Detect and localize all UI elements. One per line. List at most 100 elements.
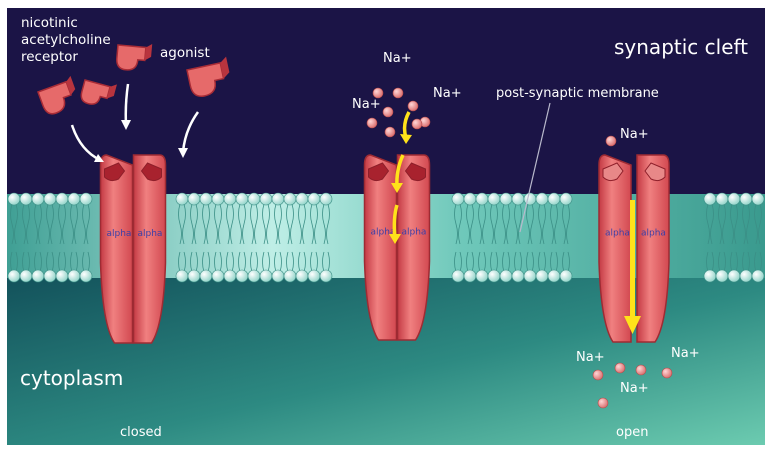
binding-site bbox=[140, 162, 162, 182]
lipid-tail bbox=[746, 203, 750, 245]
lipid-tail bbox=[470, 203, 474, 245]
lipid-head bbox=[547, 269, 561, 283]
lipid-head bbox=[7, 269, 21, 283]
lipid-head bbox=[259, 269, 273, 283]
lipid-tail bbox=[514, 203, 518, 245]
lipid-tail bbox=[722, 203, 726, 245]
lipid-head bbox=[307, 192, 321, 206]
lipid-tail bbox=[530, 203, 534, 245]
lipid-head bbox=[475, 269, 489, 283]
lipid-head bbox=[247, 269, 261, 283]
lipid-head bbox=[535, 269, 549, 283]
sodium-ion bbox=[407, 100, 419, 112]
lipid-head bbox=[523, 192, 537, 206]
lipid-tail bbox=[38, 203, 42, 245]
lipid-head bbox=[523, 269, 537, 283]
arrow-head bbox=[94, 154, 104, 162]
lipid-head bbox=[499, 192, 513, 206]
alpha-label: alpha bbox=[641, 229, 666, 239]
agonist-molecule bbox=[37, 75, 76, 115]
lipid-tail bbox=[250, 203, 254, 245]
lipid-head bbox=[175, 192, 189, 206]
alpha-subunit-left bbox=[598, 154, 632, 343]
arrow-head bbox=[391, 183, 403, 193]
lipid-tail bbox=[290, 203, 294, 245]
lipid-head bbox=[463, 269, 477, 283]
lipid-head bbox=[739, 192, 753, 206]
lipid-tail bbox=[314, 203, 318, 245]
lipid-tail bbox=[62, 203, 66, 245]
sodium-ion bbox=[661, 367, 673, 379]
lipid-head bbox=[271, 192, 285, 206]
sodium-ion bbox=[411, 118, 423, 130]
lipid-head bbox=[235, 192, 249, 206]
lipid-head bbox=[511, 269, 525, 283]
lipid-tail bbox=[238, 203, 242, 245]
lipid-tail bbox=[218, 203, 222, 245]
membrane-pointer-line bbox=[519, 102, 551, 233]
lipid-head bbox=[199, 269, 213, 283]
lipid-head bbox=[43, 192, 57, 206]
sodium-ion bbox=[614, 362, 626, 374]
agonist-molecule bbox=[186, 56, 230, 98]
lipid-head bbox=[271, 269, 285, 283]
lipid-tail bbox=[254, 203, 258, 245]
lipid-head bbox=[19, 192, 33, 206]
lipid-tail bbox=[542, 203, 546, 245]
lipid-head bbox=[487, 192, 501, 206]
lipid-tail bbox=[754, 203, 758, 245]
na-ion-label: Na+ bbox=[576, 350, 605, 365]
lipid-tail bbox=[178, 203, 182, 245]
agonist-molecule bbox=[116, 43, 153, 71]
lipid-tail bbox=[206, 203, 210, 245]
sodium-ion bbox=[372, 87, 384, 99]
na-ion-label: Na+ bbox=[433, 86, 462, 101]
alpha-label: alpha bbox=[371, 228, 396, 238]
binding-site bbox=[368, 162, 390, 182]
alpha-subunit-left bbox=[99, 154, 134, 344]
lipid-head bbox=[703, 269, 717, 283]
sodium-ion bbox=[382, 106, 394, 118]
lipid-tail bbox=[286, 203, 290, 245]
agonist-molecule bbox=[80, 79, 117, 105]
lipid-tail bbox=[734, 203, 738, 245]
sodium-ion bbox=[366, 117, 378, 129]
lipid-tail bbox=[242, 203, 246, 245]
lipid-tail bbox=[302, 203, 306, 245]
lipid-bilayer bbox=[7, 192, 765, 283]
binding-site bbox=[404, 162, 426, 182]
lipid-tail bbox=[22, 203, 26, 245]
na-ion-label: Na+ bbox=[620, 127, 649, 142]
lipid-head bbox=[727, 192, 741, 206]
lipid-tail bbox=[554, 203, 558, 245]
lipid-tail bbox=[706, 203, 710, 245]
lipid-head bbox=[19, 269, 33, 283]
lipid-tail bbox=[26, 203, 30, 245]
na-ion-label: Na+ bbox=[352, 97, 381, 112]
lipid-head bbox=[451, 269, 465, 283]
lipid-tail bbox=[14, 203, 18, 245]
lipid-tail bbox=[482, 203, 486, 245]
lipid-tail bbox=[230, 203, 234, 245]
sodium-ion bbox=[597, 397, 609, 409]
alpha-label: alpha bbox=[138, 229, 163, 239]
lipid-head bbox=[283, 269, 297, 283]
lipid-tail bbox=[298, 203, 302, 245]
lipid-tail bbox=[58, 203, 62, 245]
lipid-head bbox=[535, 192, 549, 206]
lipid-head bbox=[31, 192, 45, 206]
lipid-tail bbox=[562, 203, 566, 245]
sodium-ion bbox=[384, 126, 396, 138]
arrow-head bbox=[178, 148, 188, 158]
lipid-head bbox=[751, 269, 765, 283]
lipid-tail bbox=[202, 203, 206, 245]
closed-state-label: closed bbox=[120, 425, 162, 440]
lipid-tail bbox=[526, 203, 530, 245]
lipid-tail bbox=[74, 203, 78, 245]
lipid-tail bbox=[86, 203, 90, 245]
lipid-head bbox=[547, 192, 561, 206]
lipid-head bbox=[67, 269, 81, 283]
